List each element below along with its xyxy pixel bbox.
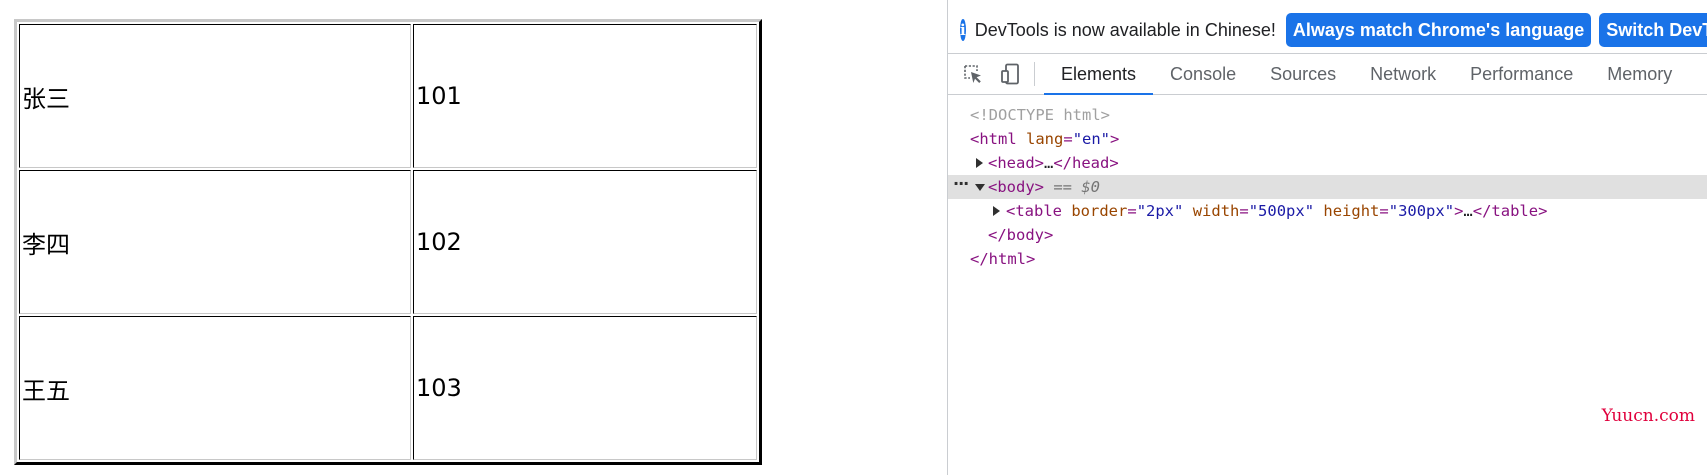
dom-node-html[interactable]: <html lang="en"> <box>948 127 1707 151</box>
more-options-icon[interactable]: ··· <box>953 174 969 193</box>
page-viewport: 张三 101 李四 102 王五 103 <box>14 19 762 465</box>
toolbar-separator <box>1034 62 1035 86</box>
demo-table: 张三 101 李四 102 王五 103 <box>14 19 762 465</box>
attr-eq: = <box>1239 202 1249 220</box>
info-icon: i <box>960 19 966 41</box>
head-close-tag: </head> <box>1053 154 1119 172</box>
tab-elements[interactable]: Elements <box>1044 54 1154 95</box>
tab-performance[interactable]: Performance <box>1470 63 1574 84</box>
attr-eq: = <box>1063 130 1073 148</box>
language-infobar: i DevTools is now available in Chinese! … <box>948 8 1707 52</box>
table-cell-id: 102 <box>413 170 757 314</box>
html-tag: <html <box>970 130 1017 148</box>
table-cell-name: 王五 <box>19 316 411 460</box>
body-tag: <body> <box>988 178 1044 196</box>
doctype-text: <!DOCTYPE html> <box>970 106 1110 124</box>
dom-node-body[interactable]: ··· <body> == $0 <box>948 174 1707 199</box>
dom-node-table[interactable]: <table border="2px" width="500px" height… <box>948 199 1707 223</box>
devtools-toolbar: Elements Console Sources Network Perform… <box>948 53 1707 95</box>
attr-name: border <box>1071 202 1128 220</box>
collapse-triangle-icon[interactable] <box>975 184 985 191</box>
attr-value: "300px" <box>1388 202 1455 220</box>
infobar-message: DevTools is now available in Chinese! <box>974 19 1276 40</box>
tab-network[interactable]: Network <box>1370 63 1437 84</box>
collapsed-ellipsis: … <box>1044 154 1054 172</box>
watermark: Yuucn.com <box>1601 406 1695 426</box>
attr-value: "2px" <box>1136 202 1184 220</box>
attr-name: width <box>1192 202 1240 220</box>
table-row: 张三 101 <box>19 24 757 168</box>
body-close-tag: </body> <box>988 226 1054 244</box>
attr-name: lang <box>1026 130 1064 148</box>
expand-triangle-icon[interactable] <box>976 158 983 168</box>
attr-eq: = <box>1379 202 1389 220</box>
table-row: 王五 103 <box>19 316 757 460</box>
table-cell-name: 张三 <box>19 24 411 168</box>
tab-sources[interactable]: Sources <box>1270 63 1337 84</box>
attr-value: "500px" <box>1248 202 1315 220</box>
collapsed-ellipsis: … <box>1463 202 1473 220</box>
tab-console[interactable]: Console <box>1170 63 1237 84</box>
tag-bracket: > <box>1454 202 1464 220</box>
always-match-language-button[interactable]: Always match Chrome's language <box>1285 13 1592 47</box>
dom-node-body-close[interactable]: </body> <box>948 223 1707 247</box>
table-cell-id: 103 <box>413 316 757 460</box>
expand-triangle-icon[interactable] <box>993 206 1000 216</box>
dom-node-doctype[interactable]: <!DOCTYPE html> <box>948 103 1707 127</box>
switch-devtools-language-button[interactable]: Switch DevTools to Chinese <box>1599 13 1707 47</box>
html-close-tag: </html> <box>970 250 1036 268</box>
devtools-panel: i DevTools is now available in Chinese! … <box>947 0 1707 475</box>
tab-memory[interactable]: Memory <box>1607 63 1673 84</box>
tabs-overflow <box>1694 54 1707 94</box>
table-cell-name: 李四 <box>19 170 411 314</box>
inspect-element-icon[interactable] <box>954 54 992 94</box>
dom-node-head[interactable]: <head>…</head> <box>948 151 1707 175</box>
tag-bracket: > <box>1110 130 1120 148</box>
table-cell-id: 101 <box>413 24 757 168</box>
head-tag: <head> <box>988 154 1044 172</box>
selected-node-marker: == $0 <box>1053 178 1101 196</box>
device-toolbar-icon[interactable] <box>992 54 1030 94</box>
elements-dom-tree: <!DOCTYPE html> <html lang="en"> <head>…… <box>948 95 1707 271</box>
attr-name: height <box>1323 202 1380 220</box>
attr-value: "en" <box>1072 130 1111 148</box>
dom-node-html-close[interactable]: </html> <box>948 247 1707 271</box>
table-tag: <table <box>1006 202 1062 220</box>
table-row: 李四 102 <box>19 170 757 314</box>
attr-eq: = <box>1127 202 1137 220</box>
table-close-tag: </table> <box>1472 202 1548 220</box>
